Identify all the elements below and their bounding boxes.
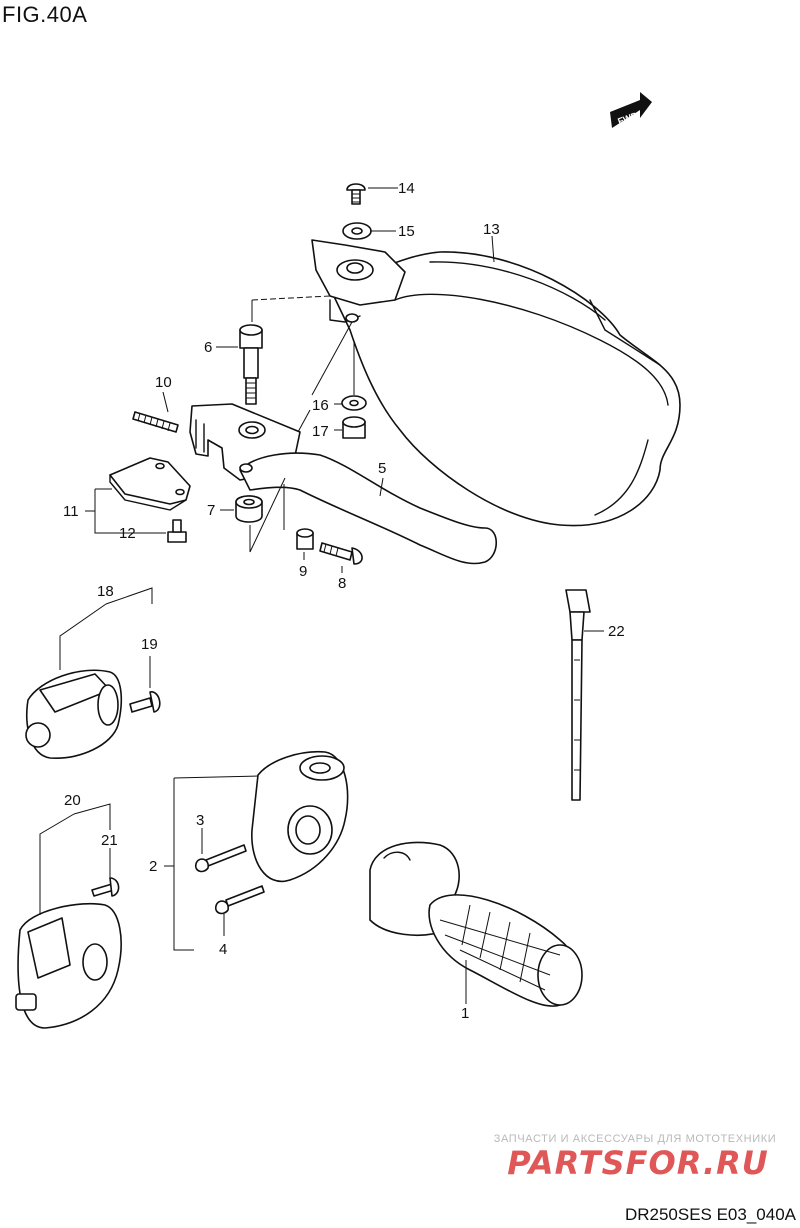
switch-part-20 [15, 902, 122, 1029]
callout-11: 11 [63, 503, 79, 520]
callout-2: 2 [149, 858, 157, 875]
screw-part-21 [91, 877, 120, 897]
nut-part-7 [235, 495, 263, 523]
washer-part-16 [341, 395, 367, 411]
hand-guard-part [329, 251, 681, 527]
bolt-part-8 [319, 542, 363, 565]
guard-mount-bracket [311, 239, 406, 323]
screw-part-14 [346, 183, 366, 205]
switch-part-18 [25, 669, 123, 759]
nut-part-17 [342, 416, 366, 439]
callout-1: 1 [461, 1005, 469, 1022]
callout-4: 4 [219, 941, 227, 958]
callout-5: 5 [378, 460, 386, 477]
callout-17: 17 [312, 423, 329, 440]
callout-9: 9 [299, 563, 307, 580]
cable-tie-part-22 [565, 589, 591, 801]
throttle-case-part-2 [251, 750, 349, 883]
callout-16: 16 [312, 397, 329, 414]
screw-part-19 [129, 691, 161, 713]
callout-13: 13 [483, 221, 500, 238]
callout-22: 22 [608, 623, 625, 640]
screw-part-3 [194, 844, 247, 873]
callout-19: 19 [141, 636, 158, 653]
leader-lines [39, 187, 604, 1004]
callout-18: 18 [97, 583, 114, 600]
callout-6: 6 [204, 339, 212, 356]
spring-part-10 [132, 411, 179, 433]
nut-part-9 [296, 528, 314, 550]
screw-part-4 [214, 885, 265, 915]
watermark-subtitle: ЗАПЧАСТИ И АКСЕССУАРЫ ДЛЯ МОТОТЕХНИКИ [493, 1133, 777, 1145]
callout-21: 21 [101, 832, 118, 849]
callout-14: 14 [398, 180, 415, 197]
callout-labels: 14 15 13 6 10 16 17 5 11 12 7 9 8 18 19 … [63, 180, 625, 1022]
callout-15: 15 [398, 223, 415, 240]
callout-12: 12 [119, 525, 136, 542]
figure-title: FIG.40A [2, 2, 88, 27]
callout-8: 8 [338, 575, 346, 592]
washer-part-15 [342, 222, 372, 240]
callout-20: 20 [64, 792, 81, 809]
screw-part-12 [167, 519, 187, 543]
figure-code: DR250SES E03_040A [624, 1205, 796, 1224]
clutch-lever-part-5 [239, 452, 498, 565]
callout-7: 7 [207, 502, 215, 519]
grip-part-1 [369, 841, 583, 1007]
callout-3: 3 [196, 812, 204, 829]
switch-cover-part-11 [109, 457, 191, 511]
collar-part-6 [239, 324, 263, 405]
callout-10: 10 [155, 374, 172, 391]
watermark-brand: PARTSFOR.RU [507, 1144, 769, 1182]
forward-arrow-icon: FWD [610, 92, 652, 128]
